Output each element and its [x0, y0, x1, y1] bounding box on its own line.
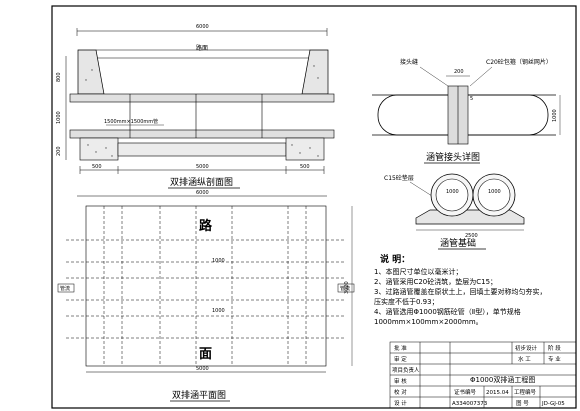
tb-stage-label: 阶 段: [548, 344, 561, 352]
drawing-frame: [51, 5, 577, 409]
tb-row: 校 对: [394, 388, 407, 396]
label-c15: C15砼垫层: [384, 174, 414, 182]
tb-stage-value: 初步设计: [515, 344, 538, 352]
note-line: 4、涵管选用Φ1000钢筋砼管（Ⅱ型），单节规格: [374, 307, 521, 316]
label-joint: 接头缝: [400, 58, 418, 66]
plan-dim-inner-2: 1000: [212, 308, 225, 314]
right-headwall: [301, 49, 329, 95]
dim-bottom-mid: 5000: [196, 164, 209, 170]
tb-project-label: 工程编号: [514, 388, 537, 396]
foundation-middle: [117, 142, 287, 157]
dim-foundation-width: 2500: [465, 233, 478, 239]
plan-view: 6000 路 面 管流 管流 1000 1000 300: [57, 190, 355, 402]
section-view-title: 双排涵纵剖面图: [170, 176, 233, 188]
joint-detail: 接头缝 C20砼包箍（钢丝网片） 200 1000 5 涵管接头详图: [372, 58, 561, 164]
note-line: 1000mm×100mm×2000mm。: [374, 318, 483, 326]
foundation-detail: C15砼垫层 1000 1000 2500 涵管基础: [384, 173, 525, 250]
foundation-right: [285, 137, 325, 161]
tb-cert-no: A334007373: [452, 401, 488, 407]
tb-row: 设 计: [394, 399, 407, 407]
title-block-text: 批 准 审 定 项目负责人 审 核 校 对 设 计 初步设计 阶 段 水 工 专…: [392, 344, 565, 407]
section-view: 6000 800 1000 200 路面 1500mm×1500mm管: [56, 24, 335, 189]
plan-road-top: 路: [199, 218, 213, 234]
dim-top: 6000: [196, 24, 209, 30]
tb-fig-label: 图 号: [516, 399, 529, 407]
tb-specialty-label: 专 业: [548, 355, 561, 363]
tb-drawing-name: Φ1000双排涵工程图: [470, 375, 535, 384]
plan-dim-inner-1: 1000: [212, 258, 225, 264]
title-block: [389, 341, 577, 409]
dim-left-bot: 200: [56, 146, 62, 156]
tb-project-label-date: 2015.04: [486, 390, 509, 396]
plan-road-bottom: 面: [199, 347, 212, 362]
dim-inner-pipe: 1500mm×1500mm管: [104, 118, 158, 125]
foundation-title: 涵管基础: [440, 237, 476, 249]
notes: 说 明： 1、本图尺寸单位以毫米计； 2、涵管采用C20砼浇筑，垫层为C15； …: [374, 253, 546, 326]
plan-dim-right: 3000: [344, 281, 350, 294]
dim-bottom-left: 500: [92, 164, 102, 170]
c15-bed: [415, 209, 525, 225]
notes-heading: 说 明：: [380, 253, 410, 265]
tb-row: 审 核: [394, 377, 407, 385]
pipe-top-wall: [69, 93, 335, 103]
plan-dim-bottom: 5000: [196, 366, 209, 372]
dim-1000-joint: 1000: [552, 109, 558, 122]
tb-row: 项目负责人: [392, 366, 420, 374]
dim-200: 200: [454, 69, 464, 75]
road-surface-label: 路面: [196, 44, 208, 52]
note-line: 1、本图尺寸单位以毫米计；: [374, 267, 462, 276]
dim-left-mid: 1000: [56, 111, 62, 124]
tb-cert-label: 证书编号: [454, 388, 477, 396]
flow-right-label: 管流: [340, 285, 350, 292]
foundation-left: [79, 137, 119, 161]
joint-detail-title: 涵管接头详图: [426, 151, 480, 163]
dim-pipe-left: 1000: [446, 189, 459, 195]
dim-bottom-right: 500: [300, 164, 310, 170]
left-headwall: [77, 49, 105, 95]
plan-dim-top: 6000: [196, 190, 209, 196]
tb-fig-no: JD-GJ-05: [541, 401, 565, 407]
plan-view-title: 双排涵平面图: [172, 389, 226, 401]
tb-row: 审 定: [394, 355, 407, 363]
pipe-bottom-wall: [69, 129, 335, 139]
note-line: 压实度不低于0.93；: [374, 297, 439, 306]
note-line: 3、过路涵管覆盖在原状土上，回填土要对称均匀夯实，: [374, 287, 546, 296]
dim-pipe-right: 1000: [488, 189, 501, 195]
dim-5: 5: [470, 96, 473, 102]
tb-specialty-value: 水 工: [518, 355, 531, 363]
note-line: 2、涵管采用C20砼浇筑，垫层为C15；: [374, 277, 497, 286]
flow-left-label: 管流: [60, 285, 70, 292]
tb-row: 批 准: [394, 344, 407, 352]
label-concrete-band: C20砼包箍（钢丝网片）: [486, 58, 552, 66]
dim-left-top: 800: [56, 72, 62, 82]
